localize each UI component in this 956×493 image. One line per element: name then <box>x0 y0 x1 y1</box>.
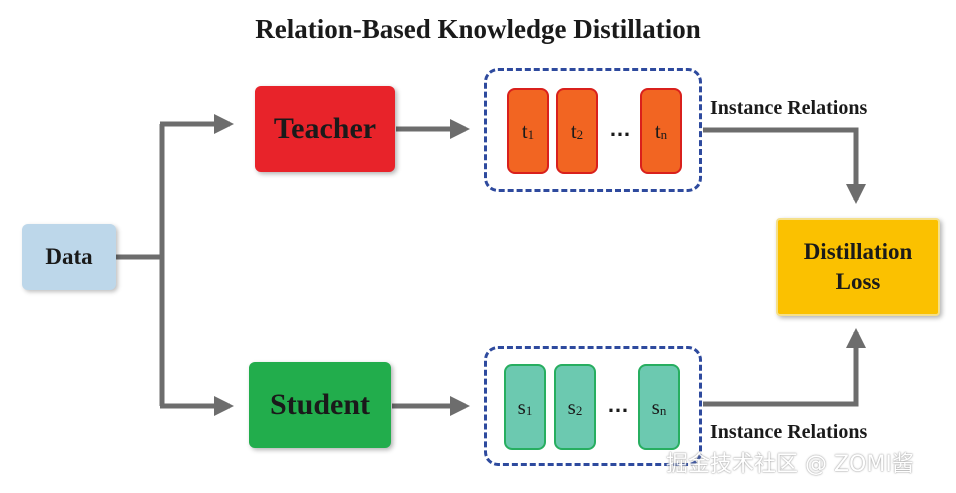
teacher-output-sub: 2 <box>576 127 584 142</box>
student-output-sub: n <box>659 403 667 418</box>
student-output-letter: s <box>517 394 526 419</box>
teacher-output-sub: 1 <box>527 127 535 142</box>
teacher-instance-relations-label: Instance Relations <box>710 97 868 119</box>
student-node: Student <box>249 362 391 448</box>
student-instance-relations-label: Instance Relations <box>710 421 868 443</box>
diagram-title: Relation-Based Knowledge Distillation <box>255 14 701 44</box>
teacher-output-letter: t <box>654 118 661 143</box>
student-output-letter: s <box>567 394 576 419</box>
student-output-sub: 2 <box>575 403 583 418</box>
arrow-student-relations-to-loss <box>703 328 866 407</box>
loss-label-line2: Loss <box>835 269 881 294</box>
data-node: Data <box>22 224 116 290</box>
teacher-outputs-ellipsis: … <box>609 116 631 141</box>
teacher-output-letter: t <box>570 118 577 143</box>
student-output-sub: 1 <box>525 403 533 418</box>
teacher-output-sub: n <box>660 127 668 142</box>
student-outputs-group <box>484 346 702 466</box>
teacher-output-letter: t <box>521 118 528 143</box>
distillation-loss-node: Distillation Loss <box>776 218 940 316</box>
teacher-outputs-group <box>484 68 702 192</box>
student-output-letter: s <box>651 394 660 419</box>
loss-label-line1: Distillation <box>803 239 913 264</box>
arrow-teacher-relations-to-loss <box>703 127 866 204</box>
teacher-node: Teacher <box>255 86 395 172</box>
watermark-text: 掘金技术社区 @ ZOMI酱 <box>666 452 914 477</box>
student-outputs-ellipsis: … <box>607 392 629 417</box>
